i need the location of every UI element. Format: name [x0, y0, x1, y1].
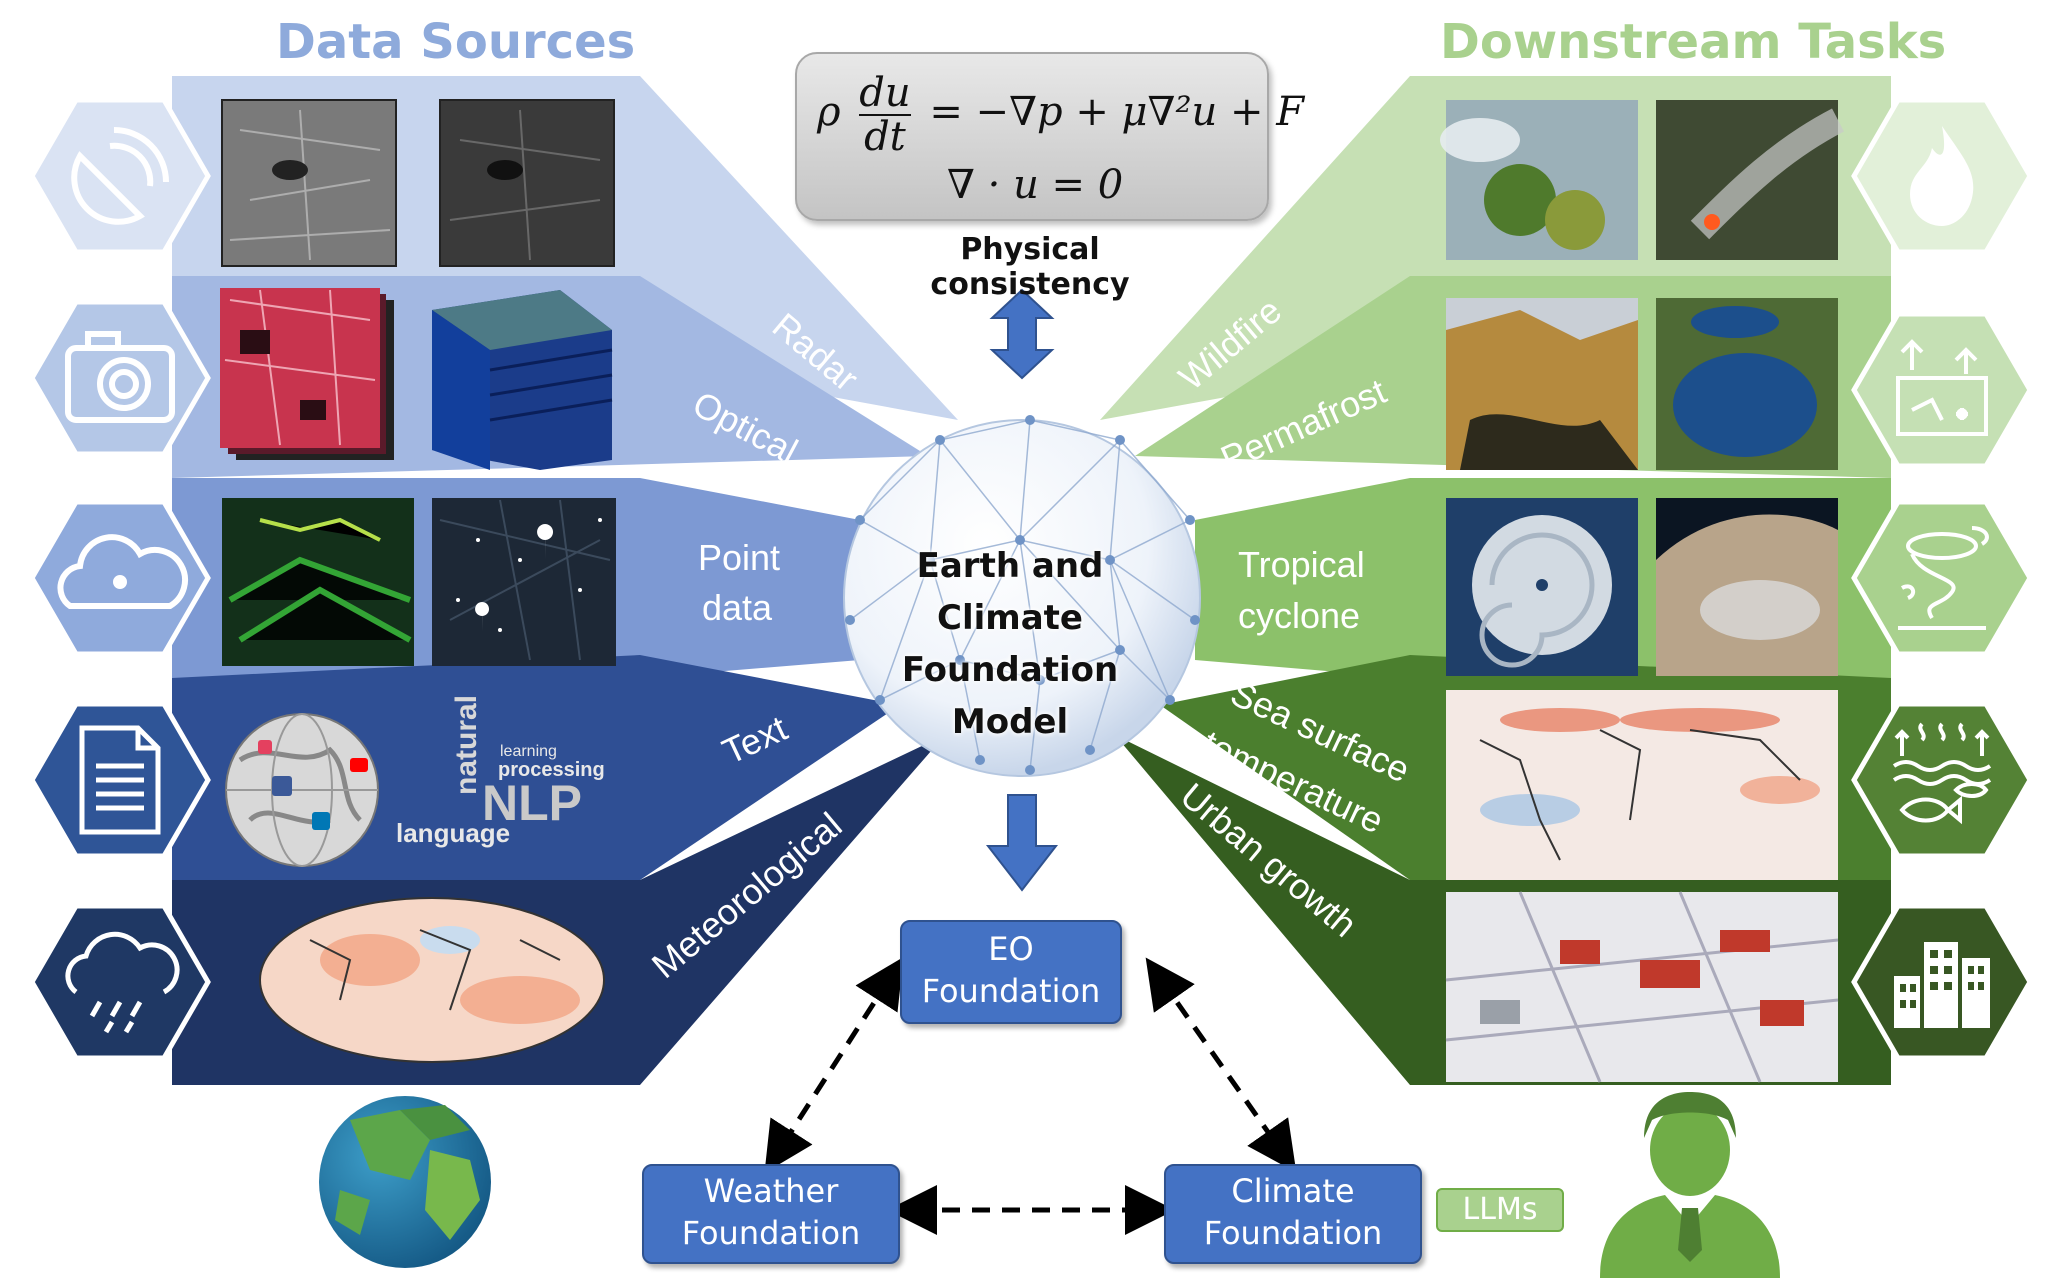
fish-waves-icon [1892, 722, 1992, 825]
climate-foundation-line-1: Climate [1231, 1172, 1355, 1210]
foundation-model-title: Earth and Climate Foundation Model [840, 540, 1180, 748]
buildings-icon [1894, 942, 1990, 1028]
eq-num: du [859, 70, 911, 116]
fire-icon [1910, 126, 1974, 226]
word-cloud-language: language [396, 818, 510, 848]
urban-growth-image [1445, 891, 1839, 1083]
word-cloud-processing: processing [498, 759, 605, 781]
meteorological-map [259, 897, 605, 1063]
point-data-images [222, 498, 616, 666]
eq-derivative: du dt [859, 70, 911, 160]
eq-den: dt [864, 114, 906, 160]
eq-rho: ρ [817, 89, 841, 135]
satellite-dish-icon [71, 127, 169, 225]
wildfire-images [1440, 100, 1845, 260]
camera-icon [65, 331, 175, 423]
weather-foundation-box: Weather Foundation [642, 1164, 900, 1264]
label-point-1: Point [698, 537, 780, 578]
document-icon [79, 725, 161, 835]
optical-images [220, 288, 613, 470]
label-tropical-1: Tropical [1238, 544, 1365, 585]
continuity-equation: ∇ · u = 0 [947, 162, 1124, 208]
eo-foundation-line-1: EO [988, 930, 1034, 968]
point-map-image [432, 498, 616, 666]
physical-consistency-caption: Physical consistency [930, 232, 1130, 302]
weather-foundation-line-1: Weather [703, 1172, 839, 1210]
foundation-model-sphere [843, 415, 1201, 777]
weather-foundation-line-2: Foundation [681, 1214, 861, 1252]
data-sources-header: Data Sources [276, 14, 636, 70]
optical-image-1 [220, 288, 380, 448]
label-tropical-2: cyclone [1238, 595, 1360, 636]
link-eo-climate [1145, 957, 1297, 1173]
label-point-2: data [702, 587, 773, 628]
momentum-equation: ρ du dt = −∇p + μ∇²u + F [817, 72, 1304, 158]
radar-image-2 [439, 99, 615, 267]
physics-double-arrow [989, 288, 1055, 380]
model-down-arrow [985, 794, 1059, 892]
foundation-links [764, 956, 1297, 1235]
earth-globe-icon [319, 1096, 491, 1268]
text-source-images: NLP language processing learning natural [225, 695, 605, 867]
link-eo-weather [764, 956, 904, 1174]
permafrost-icon [1896, 339, 1988, 436]
word-cloud-natural: natural [450, 695, 483, 795]
rain-cloud-icon [65, 931, 180, 1034]
climate-foundation-line-2: Foundation [1203, 1214, 1383, 1252]
climate-foundation-box: Climate Foundation [1164, 1164, 1422, 1264]
word-cloud-nlp: NLP [482, 775, 582, 831]
eo-foundation-line-2: Foundation [921, 972, 1101, 1010]
task-hexagons [1851, 97, 2033, 1061]
cloud-icon [57, 534, 189, 609]
cyclone-images [1446, 498, 1838, 676]
permafrost-images [1446, 298, 1838, 470]
sst-map [1446, 690, 1838, 880]
downstream-tasks-header: Downstream Tasks [1440, 14, 1947, 70]
eq-rhs: = −∇p + μ∇²u + F [929, 89, 1304, 135]
eo-foundation-box: EO Foundation [900, 920, 1122, 1024]
llms-label: LLMs [1436, 1188, 1564, 1232]
source-hexagons [29, 97, 211, 1061]
navier-stokes-equation-box: ρ du dt = −∇p + μ∇²u + F ∇ · u = 0 [795, 52, 1304, 221]
word-cloud-learning: learning [500, 743, 557, 760]
title-line-2: Foundation Model [901, 650, 1119, 742]
title-line-1: Earth and Climate [916, 546, 1104, 638]
cyclone-icon [1898, 526, 1989, 630]
radar-images [221, 99, 615, 267]
user-avatar-icon [1600, 1092, 1780, 1278]
